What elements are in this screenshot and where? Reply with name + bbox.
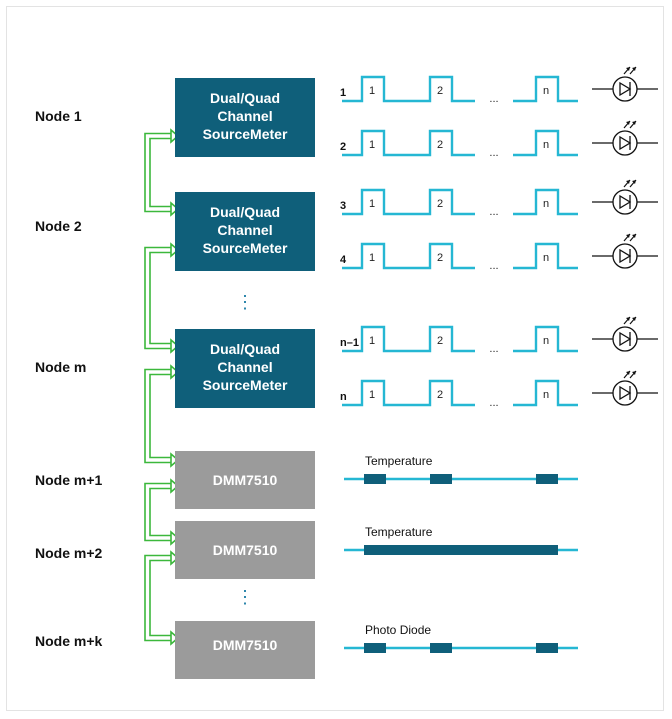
- led-icon: [592, 233, 658, 269]
- measurement-block: [364, 643, 386, 653]
- dmm-box-2: DMM7510: [175, 521, 315, 579]
- smu-box-3-line-2: Channel: [217, 359, 272, 375]
- pulse-waveform: [342, 75, 578, 103]
- channel-label: n–1: [340, 337, 359, 349]
- pulse-ellipsis: ...: [489, 93, 498, 105]
- pulse-waveform: [342, 188, 578, 216]
- led-icon: [592, 120, 658, 156]
- smu-box-2-line-2: Channel: [217, 222, 272, 238]
- dmm-box-1: DMM7510: [175, 451, 315, 509]
- link-arrow-3: [144, 364, 180, 468]
- link-arrow-4: [144, 478, 180, 546]
- smu-box-2-line-3: SourceMeter: [203, 240, 288, 256]
- measurement-block: [430, 643, 452, 653]
- measurement-block: [430, 474, 452, 484]
- pulse-number: 2: [437, 198, 443, 210]
- pulse-number: 2: [437, 252, 443, 264]
- measurement-label: Temperature: [365, 525, 433, 539]
- led-icon: [592, 66, 658, 102]
- measurement-block: [536, 643, 558, 653]
- channel-label: 2: [340, 141, 346, 153]
- pulse-ellipsis: ...: [489, 343, 498, 355]
- channel-label: n: [340, 391, 347, 403]
- pulse-ellipsis: ...: [489, 147, 498, 159]
- pulse-number: n: [543, 335, 549, 347]
- led-icon: [592, 179, 658, 215]
- smu-box-1-line-2: Channel: [217, 108, 272, 124]
- smu-box-1-line-1: Dual/Quad: [210, 90, 280, 106]
- pulse-number: 1: [369, 85, 375, 97]
- pulse-number: n: [543, 139, 549, 151]
- pulse-waveform: [342, 129, 578, 157]
- pulse-ellipsis: ...: [489, 260, 498, 272]
- node-label-m-plus-k: Node m+k: [35, 633, 103, 649]
- pulse-number: 1: [369, 252, 375, 264]
- measurement-block: [536, 474, 558, 484]
- channel-row-3: 3 1 2 n...: [340, 179, 658, 218]
- smu-box-3-line-3: SourceMeter: [203, 377, 288, 393]
- node-label-1: Node 1: [35, 108, 82, 124]
- measurement-block: [364, 474, 386, 484]
- pulse-number: n: [543, 198, 549, 210]
- pulse-ellipsis: ...: [489, 206, 498, 218]
- smu-vertical-ellipsis: ⋮: [236, 292, 254, 312]
- measurement-block: [364, 545, 558, 555]
- pulse-number: 1: [369, 335, 375, 347]
- dmm-box-2-label: DMM7510: [213, 542, 278, 558]
- measurement-row-2: Temperature: [344, 525, 578, 555]
- channel-row-5: n–1 1 2 n...: [340, 316, 658, 355]
- dmm-box-3-label: DMM7510: [213, 637, 278, 653]
- measurement-row-1: Temperature: [344, 454, 578, 484]
- pulse-number: 1: [369, 389, 375, 401]
- channel-row-1: 1 1 2 n...: [340, 66, 658, 105]
- measurement-label: Photo Diode: [365, 623, 431, 637]
- node-label-m: Node m: [35, 359, 86, 375]
- link-arrow-2: [144, 242, 180, 354]
- pulse-number: 1: [369, 139, 375, 151]
- measurement-label: Temperature: [365, 454, 433, 468]
- pulse-number: 1: [369, 198, 375, 210]
- node-label-m-plus-2: Node m+2: [35, 545, 103, 561]
- dmm-box-1-label: DMM7510: [213, 472, 278, 488]
- smu-box-1-line-3: SourceMeter: [203, 126, 288, 142]
- pulse-waveform: [342, 325, 578, 353]
- pulse-ellipsis: ...: [489, 397, 498, 409]
- dmm-vertical-ellipsis: ⋮: [236, 587, 254, 607]
- link-arrow-1: [144, 128, 180, 217]
- channel-label: 3: [340, 200, 346, 212]
- channel-row-2: 2 1 2 n...: [340, 120, 658, 159]
- smu-box-3: Dual/Quad Channel SourceMeter: [175, 329, 315, 408]
- node-links: [144, 128, 180, 646]
- link-arrow-5: [144, 550, 180, 646]
- pulse-number: 2: [437, 85, 443, 97]
- pulse-number: 2: [437, 389, 443, 401]
- channel-label: 1: [340, 87, 346, 99]
- pulse-waveform: [342, 242, 578, 270]
- smu-box-1: Dual/Quad Channel SourceMeter: [175, 78, 315, 157]
- diagram-frame: [6, 6, 664, 711]
- node-label-2: Node 2: [35, 218, 82, 234]
- pulse-number: n: [543, 85, 549, 97]
- pulse-number: 2: [437, 139, 443, 151]
- smu-box-3-line-1: Dual/Quad: [210, 341, 280, 357]
- channel-row-4: 4 1 2 n...: [340, 233, 658, 272]
- dmm-box-3: DMM7510: [175, 621, 315, 679]
- led-icon: [592, 370, 658, 406]
- measurement-row-3: Photo Diode: [344, 623, 578, 653]
- channel-label: 4: [340, 254, 347, 266]
- pulse-number: n: [543, 389, 549, 401]
- pulse-waveform: [342, 379, 578, 407]
- pulse-number: 2: [437, 335, 443, 347]
- node-label-m-plus-1: Node m+1: [35, 472, 103, 488]
- led-icon: [592, 316, 658, 352]
- smu-box-2-line-1: Dual/Quad: [210, 204, 280, 220]
- smu-box-2: Dual/Quad Channel SourceMeter: [175, 192, 315, 271]
- pulse-number: n: [543, 252, 549, 264]
- channel-row-6: n 1 2 n...: [340, 370, 658, 409]
